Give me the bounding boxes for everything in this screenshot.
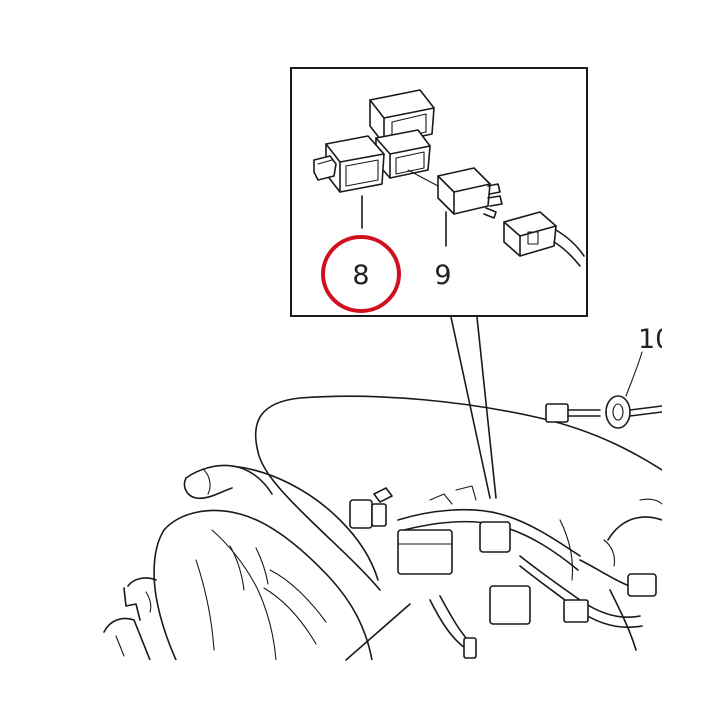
harness-connector-1 — [349, 499, 373, 529]
callout-8: 8 — [352, 260, 369, 291]
detail-inset: 8 9 — [290, 67, 588, 317]
harness-connector-3 — [563, 599, 589, 623]
harness-relay-box — [397, 529, 453, 575]
highlight-ring — [321, 235, 401, 313]
connector — [503, 211, 585, 267]
seat — [254, 395, 662, 591]
rear-frame — [183, 464, 379, 581]
exhaust — [103, 509, 373, 660]
callout-10: 10 — [638, 324, 672, 355]
callout-9: 9 — [434, 260, 451, 291]
harness-connector-2 — [489, 585, 531, 625]
wiring-harness — [349, 485, 657, 659]
motorcycle-assembly — [103, 351, 662, 660]
relay-9 — [407, 167, 503, 247]
relay-8 — [313, 89, 435, 229]
grommet-10 — [545, 351, 662, 429]
inset-leader-lines — [345, 316, 497, 661]
